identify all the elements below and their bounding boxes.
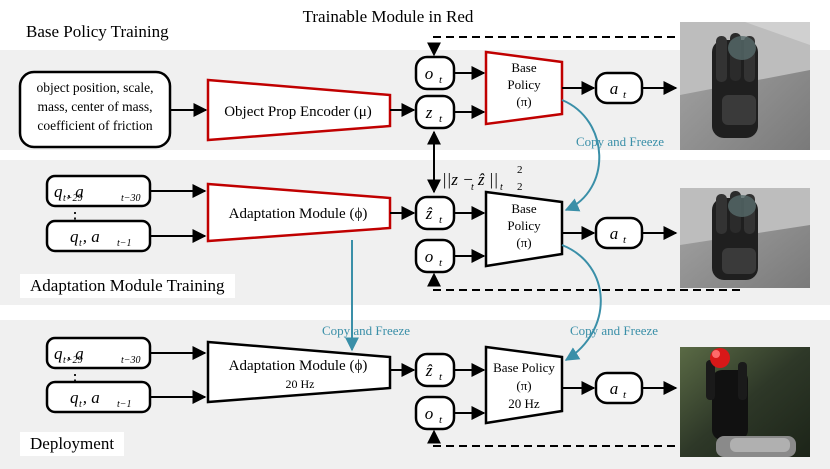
action-symbol-row1: a xyxy=(610,79,619,98)
adaptation-module-row3 xyxy=(206,340,392,404)
real-robot-photo xyxy=(680,347,810,457)
adaptation-module-row3-label: Adaptation Module (ϕ) xyxy=(229,358,368,374)
policy2-line-1: Base xyxy=(511,201,537,216)
copy-freeze-arrow-policy-2 xyxy=(561,244,602,361)
feedback-loop-row3 xyxy=(427,429,740,447)
action-sub-row3: t xyxy=(623,389,627,401)
action-sub-row2: t xyxy=(623,234,627,246)
current-row2-sub-q: t xyxy=(79,238,82,249)
zhat-sub-row3: t xyxy=(439,371,443,383)
zhat-sub-row2: t xyxy=(439,214,443,226)
policy2-line-3: (π) xyxy=(516,235,531,250)
loss-sub-2: t xyxy=(500,182,503,193)
copy-freeze-label-1: Copy and Freeze xyxy=(576,134,664,149)
obs-symbol-row1: o xyxy=(425,64,434,83)
policy1-line-1: Base xyxy=(511,60,537,75)
input-line-2: mass, center of mass, xyxy=(37,99,152,114)
policy3-line-1: Base Policy xyxy=(493,360,555,375)
z-symbol-row1: z xyxy=(425,103,433,122)
action-node-row1 xyxy=(594,71,644,105)
obs-sub-row3: t xyxy=(439,414,443,426)
current-row3-sub-q: t xyxy=(79,399,82,410)
section-title-adaptation: Adaptation Module Training xyxy=(20,274,235,298)
legend-text: Trainable Module in Red xyxy=(303,7,474,26)
loss-low: 2 xyxy=(517,181,523,193)
adaptation-module-row2-label: Adaptation Module (ϕ) xyxy=(229,206,368,222)
zhat-node-row2 xyxy=(414,195,456,231)
zhat-node-row3 xyxy=(414,352,456,388)
policy3-line-2: (π) xyxy=(516,378,531,393)
input-line-3: coefficient of friction xyxy=(37,118,152,133)
history-row2-sub-q: t−29 xyxy=(63,193,83,204)
z-node-row1 xyxy=(414,94,456,130)
base-policy-row3 xyxy=(484,345,564,425)
feedback-loop-row2 xyxy=(427,272,740,291)
loss-sub-1: t xyxy=(471,182,474,193)
policy3-line-3: 20 Hz xyxy=(508,396,540,411)
policy2-line-2: Policy xyxy=(507,218,541,233)
policy1-line-3: (π) xyxy=(516,94,531,109)
current-row3-sub-a: t−1 xyxy=(117,399,132,410)
obs-node-row3 xyxy=(414,395,456,431)
current-row2-text: q , a xyxy=(70,227,100,246)
encoder-label: Object Prop Encoder (μ) xyxy=(224,104,372,120)
section-title-deployment: Deployment xyxy=(20,432,125,456)
zhat-symbol-row3: ẑ xyxy=(425,361,433,380)
obs-sub-row1: t xyxy=(439,74,443,86)
copy-freeze-arrow-policy-1 xyxy=(561,99,601,212)
obs-node-row1 xyxy=(414,55,456,91)
z-sub-row1: t xyxy=(439,113,443,125)
input-line-1: object position, scale, xyxy=(37,80,154,95)
simulation-image-row2 xyxy=(680,188,810,288)
obs-symbol-row3: o xyxy=(425,404,434,423)
copy-freeze-label-2: Copy and Freeze xyxy=(570,323,658,338)
copy-freeze-label-3: Copy and Freeze xyxy=(322,323,410,338)
history-row3-text: q , a xyxy=(54,344,84,363)
history-row3-sub-q: t−29 xyxy=(63,355,83,366)
action-node-row3 xyxy=(594,371,644,405)
action-sub-row1: t xyxy=(623,89,627,101)
action-symbol-row3: a xyxy=(610,379,619,398)
obs-sub-row2: t xyxy=(439,257,443,269)
history-row2-text: q , a xyxy=(54,182,84,201)
loss-sup: 2 xyxy=(517,164,523,176)
history-row2-sub-a: t−30 xyxy=(121,193,141,204)
simulation-image-row1 xyxy=(680,22,810,150)
zhat-symbol-row2: ẑ xyxy=(425,204,433,223)
adaptation-module-rate: 20 Hz xyxy=(286,377,315,391)
history-row3-sub-a: t−30 xyxy=(121,355,141,366)
adaptation-module-row2 xyxy=(206,182,392,243)
base-policy-row1 xyxy=(484,50,564,126)
obs-symbol-row2: o xyxy=(425,247,434,266)
action-symbol-row2: a xyxy=(610,224,619,243)
loss-expression: ||z − ẑ || xyxy=(442,170,498,189)
current-row2-sub-a: t−1 xyxy=(117,238,132,249)
obs-node-row2 xyxy=(414,238,456,274)
object-prop-encoder xyxy=(206,78,392,142)
section-title-training: Base Policy Training xyxy=(16,20,179,44)
action-node-row2 xyxy=(594,216,644,250)
feedback-loop-row1 xyxy=(427,36,740,57)
base-policy-row2 xyxy=(484,190,564,268)
policy1-line-2: Policy xyxy=(507,77,541,92)
current-row3-text: q , a xyxy=(70,388,100,407)
